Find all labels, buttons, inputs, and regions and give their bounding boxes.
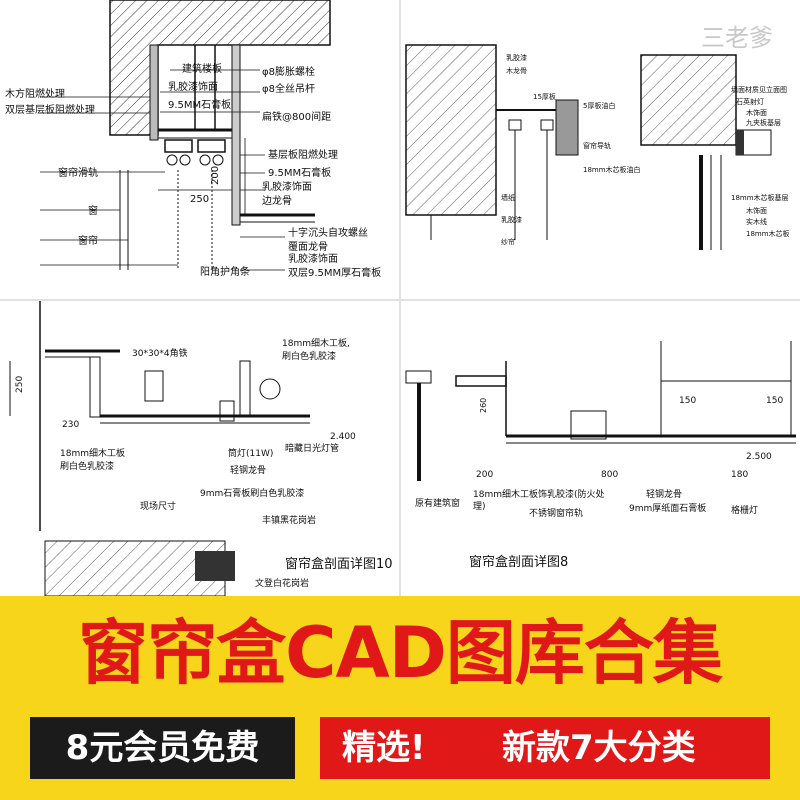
label: 建筑楼板: [182, 62, 222, 75]
drawing-panel-3: 250 230 18mm细木工板, 刷白色乳胶漆 30*30*4角铁 筒灯(11…: [0, 301, 399, 596]
curtain-rail-icon: [164, 139, 226, 166]
label: 18mm细木工板饰乳胶漆(防火处: [473, 488, 605, 500]
label: 纱帘: [501, 237, 515, 246]
label: 9.5MM石膏板: [268, 166, 331, 179]
label: 乳胶漆: [501, 215, 522, 224]
label: 理): [473, 501, 486, 512]
label: 乳胶漆饰面: [168, 80, 218, 93]
drawing-caption: 窗帘盒剖面详图10: [285, 557, 393, 572]
dimension-label: 180: [731, 470, 748, 480]
dimension-label: 200: [476, 470, 493, 480]
label: φ8膨胀螺栓: [262, 65, 315, 78]
label: 18mm细木工板,: [282, 337, 350, 349]
dimension-label: 2.500: [746, 452, 772, 462]
badge-selected-label: 精选!: [342, 728, 426, 768]
label: 基层板阻燃处理: [268, 148, 338, 161]
label: 窗: [88, 204, 98, 217]
label: 筒灯(11W): [228, 447, 273, 459]
label: 木方阻燃处理: [5, 87, 65, 100]
curtain-box-detail-1: 250 200 建筑楼板 φ8膨胀螺栓 乳胶漆饰面 φ8全丝吊杆 9.5MM石膏…: [5, 0, 381, 279]
label: 窗帘: [78, 234, 98, 247]
badge-categories-label: 新款7大分类: [502, 728, 696, 768]
label: φ8全丝吊杆: [262, 82, 315, 95]
label: 轻钢龙骨: [230, 464, 266, 476]
label: 木饰面: [746, 108, 767, 117]
label: 格栅灯: [731, 504, 758, 516]
membership-badge: 8元会员免费: [30, 717, 295, 779]
label: 木龙骨: [506, 66, 527, 75]
label: 不锈钢窗帘轨: [529, 507, 583, 519]
label: 窗帘滑轨: [58, 166, 98, 179]
dimension-label: 150: [766, 396, 783, 406]
label: 乳胶漆饰面: [262, 180, 312, 193]
dimension-label: 150: [679, 396, 696, 406]
label: 18mm细木工板: [60, 447, 125, 459]
label: 乳胶漆饰面: [288, 252, 338, 265]
label: 30*30*4角铁: [132, 347, 188, 359]
label: 18mm木芯板油白: [583, 165, 641, 174]
label: 丰镇黑花岗岩: [262, 514, 316, 526]
label: 墙纸: [501, 193, 515, 202]
dimension-label: 250: [15, 376, 25, 393]
dimension-label: 800: [601, 470, 618, 480]
label: 5厚板油白: [583, 101, 615, 110]
dimension-label: 230: [62, 420, 79, 430]
drawing-panel-2: 乳胶漆 木龙骨 15厚板 5厚板油白 窗帘导轨 18mm木芯板油白 墙纸 乳胶漆…: [401, 0, 800, 299]
label: 15厚板: [533, 92, 556, 101]
curtain-box-detail-10: 250 230 18mm细木工板, 刷白色乳胶漆 30*30*4角铁 筒灯(11…: [9, 301, 356, 596]
label: 18mm木芯板基层: [731, 193, 789, 202]
dimension-label: 200: [210, 166, 221, 185]
label: 暗藏日光灯管: [285, 442, 339, 454]
label: 扁铁@800间距: [262, 110, 331, 123]
watermark: 三老爹: [701, 24, 773, 52]
label: 18mm木芯板: [746, 229, 790, 238]
curtain-rail-icon: [508, 119, 554, 240]
label: 原有建筑窗: [415, 497, 460, 509]
label: 现场尺寸: [140, 500, 176, 512]
label: 9mm厚纸面石膏板: [629, 502, 706, 514]
label: 木饰面: [746, 206, 767, 215]
category-badge: 精选! 新款7大分类: [320, 717, 770, 779]
label: 窗帘导轨: [583, 141, 611, 150]
label: 双层9.5MM厚石膏板: [288, 266, 381, 279]
label: 轻钢龙骨: [646, 488, 682, 500]
label: 乳胶漆: [506, 53, 527, 62]
label: 墙面材质见立面图: [731, 85, 787, 94]
horizontal-divider: [0, 299, 800, 301]
label: 十字沉头自攻螺丝: [288, 226, 368, 239]
label: 边龙骨: [262, 194, 292, 207]
dimension-label: 260: [479, 398, 488, 413]
label: 双层基层板阻燃处理: [5, 103, 95, 116]
drawing-panel-4: 260 150 150 2.500 200 800 180 原有建筑窗 18mm…: [401, 301, 800, 596]
dimension-label: 250: [190, 194, 209, 205]
label: 文登白花岗岩: [255, 577, 309, 589]
drawing-caption: 窗帘盒剖面详图8: [469, 555, 569, 570]
label: 九夹板基层: [746, 118, 781, 127]
label: 阳角护角条: [200, 265, 250, 278]
label: 9.5MM石膏板: [168, 98, 231, 111]
banner-title: 窗帘盒CAD图库合集: [78, 612, 723, 694]
label: 刷白色乳胶漆: [282, 350, 336, 362]
label: 2.400: [330, 432, 356, 442]
drawing-panel-1: 250 200 建筑楼板 φ8膨胀螺栓 乳胶漆饰面 φ8全丝吊杆 9.5MM石膏…: [0, 0, 399, 299]
label: 9mm石膏板刷白色乳胶漆: [200, 487, 304, 499]
curtain-box-detail-2: 乳胶漆 木龙骨 15厚板 5厚板油白 窗帘导轨 18mm木芯板油白 墙纸 乳胶漆…: [405, 44, 790, 250]
label: 覆面龙骨: [288, 240, 328, 253]
curtain-box-detail-8: 260 150 150 2.500 200 800 180 原有建筑窗 18mm…: [405, 341, 796, 519]
label: 实木线: [746, 217, 767, 226]
label: 刷白色乳胶漆: [60, 460, 114, 472]
label: 石英射灯: [736, 97, 764, 106]
